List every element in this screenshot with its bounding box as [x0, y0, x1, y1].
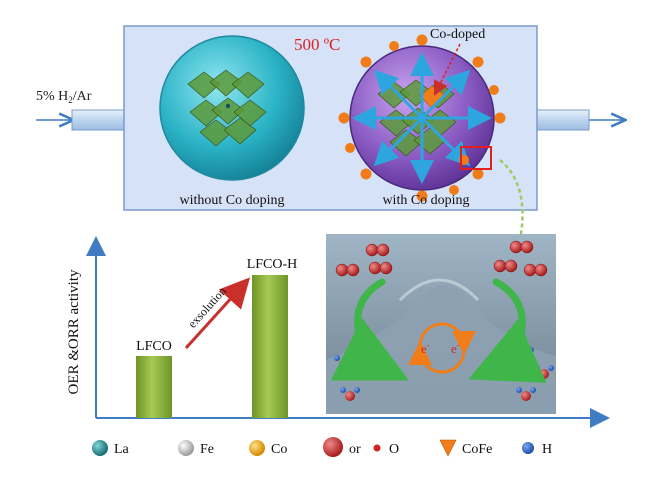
co-doped-label: Co-doped [430, 27, 485, 42]
o-atom-large-icon [323, 437, 343, 457]
svg-text:Co: Co [271, 442, 287, 457]
legend: La Fe Co or O CoFe H [92, 437, 552, 457]
legend-item-la: La [92, 440, 130, 457]
legend-item-fe: Fe [178, 440, 214, 457]
svg-text:CoFe: CoFe [462, 442, 492, 457]
zoom-highlight-box [460, 146, 492, 170]
inlet-pipe [71, 109, 125, 131]
legend-item-co: Co [249, 440, 287, 457]
bar-lfco-h-label: LFCO-H [247, 257, 298, 272]
svg-text:O: O [389, 442, 399, 457]
perovskite-crystal-left [187, 69, 267, 147]
temperature-label: 500 ºC [294, 35, 340, 54]
bar-lfco-label: LFCO [136, 339, 172, 354]
right-sphere-caption: with Co doping [382, 193, 469, 208]
sem-zoom-panel: e- e- [326, 234, 556, 414]
svg-text:Fe: Fe [200, 442, 214, 457]
electron-label-left: e- [421, 340, 430, 356]
legend-item-h: H [522, 442, 552, 457]
la-atom-icon [92, 440, 108, 456]
svg-text:H: H [542, 442, 552, 457]
sphere-without-co [159, 35, 305, 181]
svg-text:or: or [349, 442, 361, 457]
bar-lfco [136, 356, 172, 418]
electron-label-right: e- [451, 340, 460, 356]
exsolution-arrow [184, 277, 251, 350]
reaction-arrow-left [330, 278, 410, 381]
o-atom-small-icon [373, 444, 381, 452]
svg-text:La: La [114, 442, 130, 457]
sphere-with-co [338, 34, 506, 202]
reaction-arrow-right [468, 278, 547, 383]
outlet-pipe [536, 109, 590, 131]
zoom-connector [499, 159, 524, 241]
bar-lfco-h [252, 275, 288, 418]
legend-item-o: or O [323, 437, 399, 457]
left-sphere-caption: without Co doping [179, 193, 284, 208]
co-doped-pointer [433, 43, 461, 97]
gas-label: 5% H2/Ar [36, 89, 92, 105]
electron-cycle [408, 322, 476, 374]
legend-item-cofe: CoFe [439, 439, 492, 457]
y-axis-label: OER &ORR activity [66, 269, 82, 394]
h-atom-icon [522, 442, 534, 454]
fe-atom-icon [178, 440, 194, 456]
co-nanoparticles [338, 34, 506, 202]
oxygen-molecules-top [335, 240, 548, 277]
crystal-center-atom [225, 103, 231, 109]
co-atom-icon [249, 440, 265, 456]
cofe-particle-icon [439, 439, 457, 457]
